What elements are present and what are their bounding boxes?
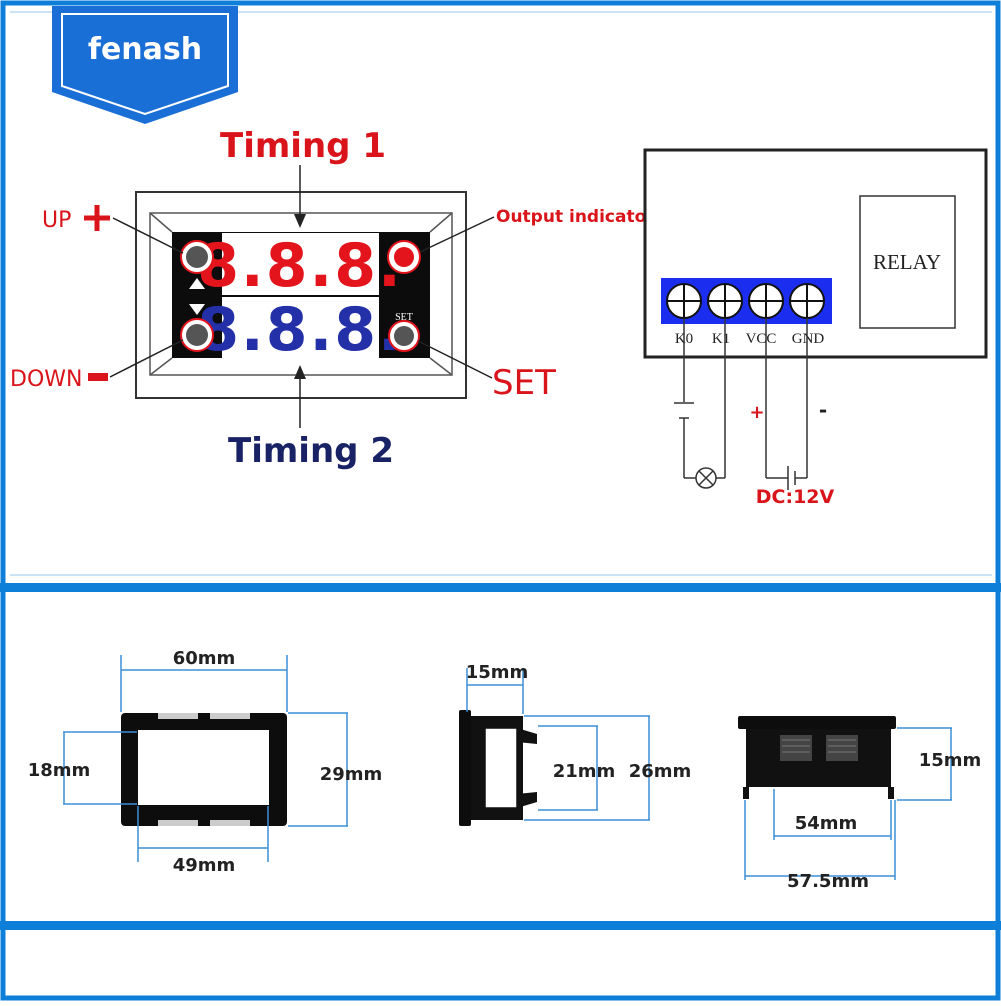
supply-voltage: DC:12V [756, 486, 835, 508]
display-bottom-window [222, 297, 379, 359]
front-view: 60mm 29mm 18mm 49mm [28, 648, 383, 876]
supply-plus: + [749, 402, 764, 423]
supply-minus: - [819, 398, 827, 422]
side-clip-label: 21mm [553, 761, 616, 782]
terminal-k1: K1 [712, 331, 730, 347]
front-width-label: 60mm [173, 648, 236, 669]
brand-logo: fenash [52, 6, 238, 124]
terminal-screws [666, 283, 825, 319]
set-button-text: SET [395, 312, 413, 323]
control-panel: 8.8.8. 8.8.8. SET [135, 191, 467, 399]
relay-box [859, 195, 956, 329]
terminal-vcc: VCC [746, 331, 777, 347]
timing2-label: Timing 2 [228, 431, 394, 471]
side-dim-lines [466, 668, 650, 821]
top-outer-label: 57.5mm [787, 871, 869, 892]
up-button[interactable] [180, 240, 214, 274]
display-top-digits: 8.8.8. [197, 231, 403, 301]
wiring-diagram: RELAY K0 K1 VCC GND [643, 148, 988, 508]
relay-label: RELAY [873, 250, 941, 274]
top-depth-label: 15mm [919, 750, 982, 771]
timing1-label: Timing 1 [220, 126, 386, 166]
top-inner-label: 54mm [795, 813, 858, 834]
side-view: 15mm 21mm 26mm [459, 662, 691, 826]
terminal-gnd: GND [792, 331, 825, 347]
panel-callouts: Timing 1 Timing 2 UP DOWN Output indicat… [10, 126, 655, 471]
arrow-down-icon [189, 304, 205, 315]
down-label: DOWN [10, 367, 82, 392]
arrow-up-icon [189, 278, 205, 289]
output-indicator-label: Output indicator [496, 207, 655, 227]
front-height-label: 29mm [320, 764, 383, 785]
down-button[interactable] [180, 318, 214, 352]
wires [674, 318, 808, 490]
logo-text: fenash [88, 32, 202, 67]
front-dim-lines [63, 655, 348, 862]
side-height-label: 26mm [629, 761, 692, 782]
side-depth-label: 15mm [466, 662, 529, 683]
window-height-label: 18mm [28, 760, 91, 781]
top-view: 15mm 54mm 57.5mm [738, 716, 981, 892]
up-label: UP [42, 208, 71, 233]
set-button[interactable] [388, 320, 420, 352]
top-dim-lines [744, 727, 952, 880]
output-indicator-led [387, 240, 421, 274]
lamp-icon [695, 467, 717, 489]
display-bottom-digits: 8.8.8. [197, 295, 403, 365]
display-top-window [222, 233, 379, 295]
set-label: SET [492, 363, 556, 403]
vent-slots [780, 735, 858, 761]
plus-icon [84, 205, 110, 231]
window-width-label: 49mm [173, 855, 236, 876]
minus-icon [88, 373, 108, 381]
